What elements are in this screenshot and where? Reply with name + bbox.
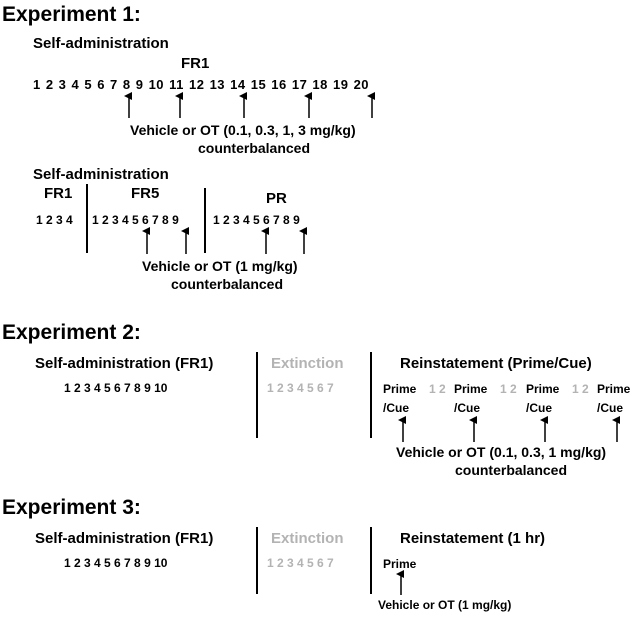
exp1-block2-label: Self-administration: [33, 166, 169, 183]
exp1-block1-sessions: 1 2 3 4 5 6 7 8 9 10 11 12 13 14 15 16 1…: [33, 77, 370, 92]
experiment3-title: Experiment 3:: [2, 496, 141, 519]
exp3-test-label: Prime: [383, 557, 417, 571]
exp3-selfadmin-label: Self-administration (FR1): [35, 530, 214, 547]
experiment2-title: Experiment 2:: [2, 321, 141, 344]
exp3-reinstatement-label: Reinstatement (1 hr): [400, 530, 546, 547]
exp2-selfadmin-label: Self-administration (FR1): [35, 355, 214, 372]
exp2-test3-line2: /Cue: [526, 401, 553, 415]
exp2-reinstatement-label: Reinstatement (Prime/Cue): [400, 355, 592, 372]
exp1-block1-note-line1: Vehicle or OT (0.1, 0.3, 1, 3 mg/kg): [130, 122, 356, 138]
exp2-test1-line2: /Cue: [383, 401, 410, 415]
exp2-test4-line1: Prime: [597, 382, 631, 396]
exp2-test2-line2: /Cue: [454, 401, 481, 415]
exp1-block1-schedule: FR1: [181, 55, 210, 72]
exp2-gap2: 1 2: [500, 382, 517, 396]
exp3-extinction-sessions: 1 2 3 4 5 6 7: [267, 556, 334, 570]
exp1-block2-note-line1: Vehicle or OT (1 mg/kg): [142, 258, 298, 274]
exp2-note-line2: counterbalanced: [454, 462, 568, 478]
exp2-note-line1: Vehicle or OT (0.1, 0.3, 1 mg/kg): [396, 444, 607, 460]
exp3-extinction-label: Extinction: [271, 530, 344, 547]
exp2-extinction-sessions: 1 2 3 4 5 6 7: [267, 381, 334, 395]
exp1-fr1-label: FR1: [44, 185, 73, 202]
exp2-selfadmin-sessions: 1 2 3 4 5 6 7 8 9 10: [64, 381, 168, 395]
exp2-test4-line2: /Cue: [597, 401, 624, 415]
exp2-test3-line1: Prime: [526, 382, 560, 396]
exp1-fr5-sessions: 1 2 3 4 5 6 7 8 9: [92, 213, 179, 227]
exp1-block2-note-line2: counterbalanced: [170, 276, 284, 292]
exp2-extinction-label: Extinction: [271, 355, 344, 372]
exp2-test2-line1: Prime: [454, 382, 488, 396]
exp3-selfadmin-sessions: 1 2 3 4 5 6 7 8 9 10: [64, 556, 168, 570]
exp1-block1-label: Self-administration: [33, 35, 169, 52]
exp1-pr-sessions: 1 2 3 4 5 6 7 8 9: [213, 213, 300, 227]
exp2-test1-line1: Prime: [383, 382, 417, 396]
exp1-pr-label: PR: [266, 190, 287, 207]
exp2-gap3: 1 2: [572, 382, 589, 396]
exp1-fr5-label: FR5: [131, 185, 160, 202]
exp1-block1-note-line2: counterbalanced: [197, 140, 311, 156]
exp3-note: Vehicle or OT (1 mg/kg): [378, 598, 512, 612]
exp1-fr1-sessions: 1 2 3 4: [36, 213, 73, 227]
experiment1-title: Experiment 1:: [2, 3, 141, 26]
exp2-gap1: 1 2: [429, 382, 446, 396]
